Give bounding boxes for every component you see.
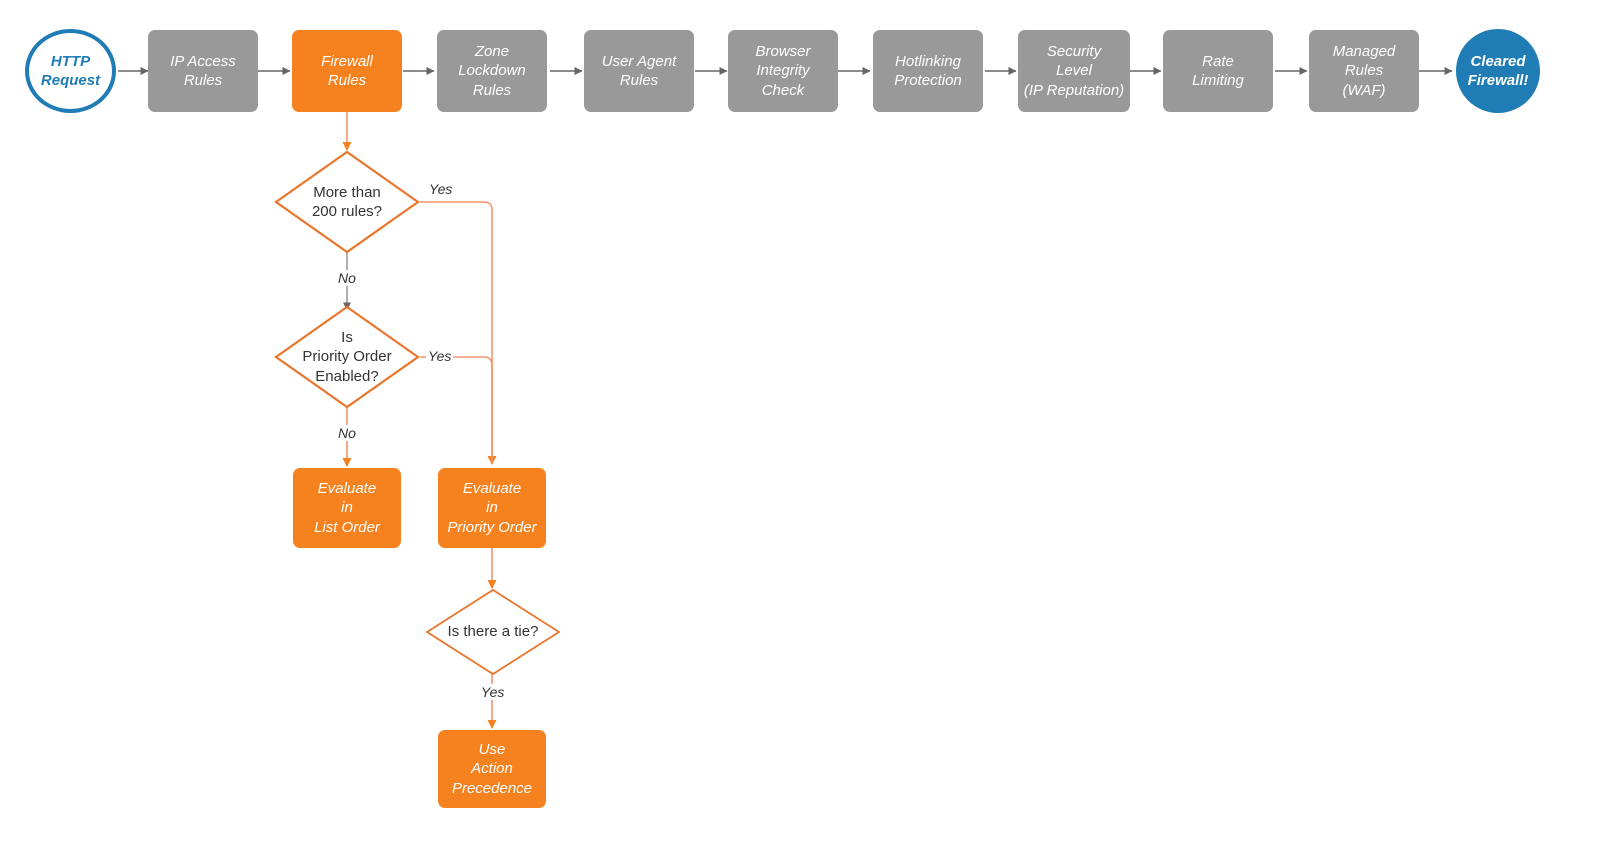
diamond-shape-icon	[425, 588, 561, 676]
node-browser-integrity-check-label: Browser Integrity Check	[755, 43, 811, 99]
edge-label-no-priority-order: No	[336, 425, 358, 441]
node-evaluate-in-priority-order-label: Evaluate in Priority Order	[447, 480, 537, 536]
edge-200-yes	[420, 201, 497, 465]
node-hotlinking-protection[interactable]: Hotlinking Protection	[873, 30, 983, 112]
decision-more-than-200-rules[interactable]: More than 200 rules?	[274, 150, 420, 254]
node-hotlinking-protection-label: Hotlinking Protection	[894, 52, 962, 89]
node-security-level[interactable]: Security Level (IP Reputation)	[1018, 30, 1130, 112]
diamond-shape-icon	[274, 305, 420, 409]
decision-is-there-a-tie-label: Is there a tie?	[447, 623, 539, 641]
node-evaluate-in-list-order[interactable]: Evaluate in List Order	[293, 468, 401, 548]
decision-is-there-a-tie[interactable]: Is there a tie?	[425, 588, 561, 676]
node-managed-rules-waf-label: Managed Rules (WAF)	[1332, 43, 1396, 99]
node-evaluate-in-list-order-label: Evaluate in List Order	[314, 480, 380, 536]
node-rate-limiting[interactable]: Rate Limiting	[1163, 30, 1273, 112]
edge-label-no-200-rules: No	[336, 270, 358, 286]
node-http-request-label: HTTP Request	[40, 52, 101, 89]
node-ip-access-rules-label: IP Access Rules	[170, 52, 236, 89]
node-rate-limiting-label: Rate Limiting	[1192, 52, 1244, 89]
node-use-action-precedence-label: Use Action Precedence	[451, 741, 533, 797]
node-use-action-precedence[interactable]: Use Action Precedence	[438, 730, 546, 808]
decision-priority-order-enabled-label: Is Priority Order Enabled?	[302, 328, 392, 385]
node-user-agent-rules-label: User Agent Rules	[601, 52, 677, 89]
node-security-level-label: Security Level (IP Reputation)	[1023, 43, 1125, 99]
edge-label-yes-200-rules: Yes	[427, 181, 455, 197]
node-managed-rules-waf[interactable]: Managed Rules (WAF)	[1309, 30, 1419, 112]
node-cleared-firewall-label: Cleared Firewall!	[1467, 52, 1529, 89]
node-http-request[interactable]: HTTP Request	[25, 29, 116, 113]
node-zone-lockdown-rules-label: Zone Lockdown Rules	[458, 43, 526, 99]
edge-label-yes-priority-order: Yes	[426, 348, 454, 364]
diamond-shape-icon	[274, 150, 420, 254]
node-zone-lockdown-rules[interactable]: Zone Lockdown Rules	[437, 30, 547, 112]
node-browser-integrity-check[interactable]: Browser Integrity Check	[728, 30, 838, 112]
node-evaluate-in-priority-order[interactable]: Evaluate in Priority Order	[438, 468, 546, 548]
node-cleared-firewall[interactable]: Cleared Firewall!	[1456, 29, 1540, 113]
node-user-agent-rules[interactable]: User Agent Rules	[584, 30, 694, 112]
node-firewall-rules-label: Firewall Rules	[321, 52, 373, 89]
edge-priority-yes	[420, 356, 493, 464]
node-ip-access-rules[interactable]: IP Access Rules	[148, 30, 258, 112]
edge-label-yes-tie: Yes	[479, 684, 507, 700]
decision-priority-order-enabled[interactable]: Is Priority Order Enabled?	[274, 305, 420, 409]
node-firewall-rules[interactable]: Firewall Rules	[292, 30, 402, 112]
decision-more-than-200-rules-label: More than 200 rules?	[311, 183, 383, 221]
